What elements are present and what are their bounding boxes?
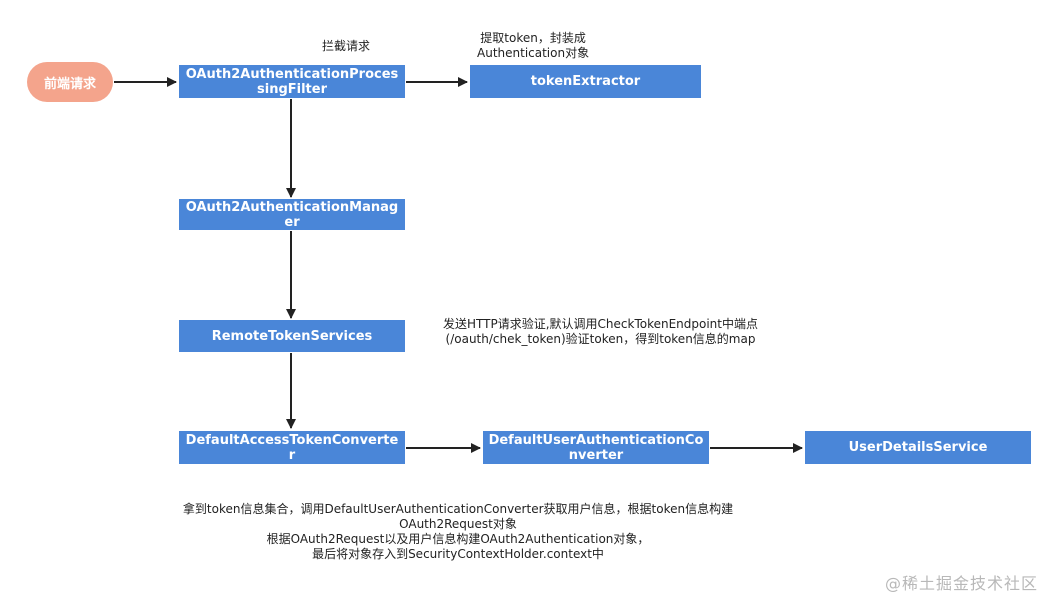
- bottom-note: 拿到token信息集合，调用DefaultUserAuthenticationC…: [163, 502, 753, 562]
- bottom-note-line-2: OAuth2Request对象: [399, 517, 517, 531]
- access-token-converter-node: DefaultAccessTokenConverter: [179, 431, 405, 464]
- extract-note-line-1: 提取token，封装成: [480, 31, 586, 45]
- watermark: @稀土掘金技术社区: [884, 574, 1038, 593]
- remote-token-services-node: RemoteTokenServices: [179, 320, 405, 352]
- extract-note: 提取token，封装成 Authentication对象: [477, 31, 589, 61]
- bottom-note-line-1: 拿到token信息集合，调用DefaultUserAuthenticationC…: [182, 502, 734, 516]
- remote-note-line-1: 发送HTTP请求验证,默认调用CheckTokenEndpoint中端点: [443, 317, 758, 331]
- user-authentication-converter-node: DefaultUserAuthenticationConverter: [483, 431, 709, 464]
- frontend-request-node: 前端请求: [27, 62, 113, 102]
- bottom-note-line-3: 根据OAuth2Request以及用户信息构建OAuth2Authenticat…: [266, 532, 650, 546]
- user-details-service-node: UserDetailsService: [805, 431, 1031, 464]
- remote-note: 发送HTTP请求验证,默认调用CheckTokenEndpoint中端点 (/o…: [443, 317, 758, 347]
- token-extractor-node: tokenExtractor: [470, 65, 701, 98]
- processing-filter-node: OAuth2AuthenticationProcessingFilter: [179, 65, 405, 98]
- authentication-manager-node: OAuth2AuthenticationManager: [179, 199, 405, 230]
- extract-note-line-2: Authentication对象: [477, 46, 590, 60]
- bottom-note-line-4: 最后将对象存入到SecurityContextHolder.context中: [312, 547, 604, 561]
- remote-note-line-2: (/oauth/chek_token)验证token，得到token信息的map: [445, 332, 756, 346]
- intercept-note: 拦截请求: [322, 39, 371, 53]
